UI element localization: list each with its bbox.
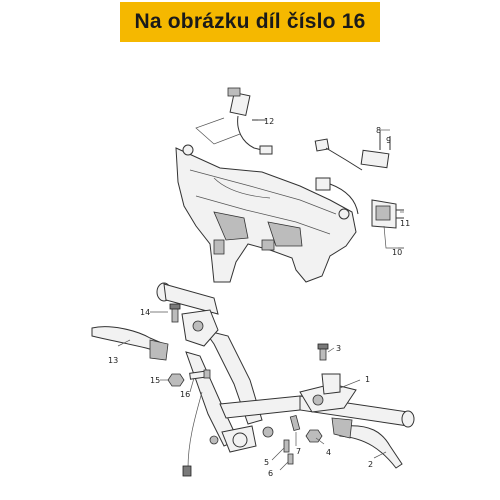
callout-4: 4	[326, 448, 331, 457]
callout-9: 9	[386, 136, 391, 145]
part-14-bolt	[169, 303, 181, 323]
callout-13: 13	[108, 356, 118, 365]
callout-14: 14	[140, 308, 150, 317]
part-8-9-relay	[314, 132, 391, 171]
part-3-bolt	[317, 343, 329, 361]
callout-5: 5	[264, 458, 269, 467]
part-12-switch	[195, 87, 273, 155]
part-1-right-bracket	[299, 373, 357, 413]
callout-10: 10	[392, 248, 402, 257]
part-4-nut	[305, 429, 323, 443]
part-5-screw	[283, 439, 290, 453]
callout-12: 12	[264, 117, 274, 126]
part-2-right-lever	[331, 417, 403, 469]
handlebar-cover-assembly	[175, 144, 357, 283]
part-7-switch	[289, 414, 301, 432]
callout-7: 7	[296, 447, 301, 456]
callout-16: 16	[180, 390, 190, 399]
callout-11: 11	[400, 219, 410, 228]
part-number-banner: Na obrázku díl číslo 16	[120, 2, 380, 42]
callout-15: 15	[150, 376, 160, 385]
banner-title: Na obrázku díl číslo 16	[134, 10, 366, 33]
callout-2: 2	[368, 460, 373, 469]
part-13-left-lever	[91, 326, 169, 361]
part-16-brake-switch	[189, 369, 211, 380]
part-10-11-bracket	[315, 177, 404, 249]
part-6-screw	[287, 453, 294, 465]
callout-1: 1	[365, 375, 370, 384]
callout-6: 6	[268, 469, 273, 478]
callout-3: 3	[336, 344, 341, 353]
part-15-nut	[167, 373, 185, 387]
leader-lines	[117, 119, 404, 471]
callout-8: 8	[376, 126, 381, 135]
